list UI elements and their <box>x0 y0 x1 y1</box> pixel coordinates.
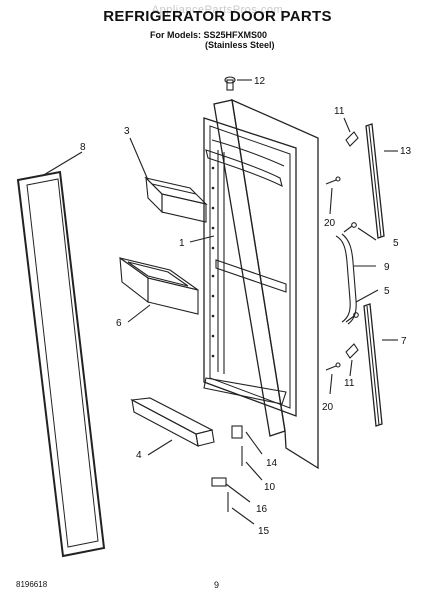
callout-10: 10 <box>264 482 276 493</box>
leader-8 <box>41 151 83 177</box>
handle-screw-lower <box>345 289 379 323</box>
handle-screw-upper <box>343 222 377 241</box>
callout-15: 15 <box>258 526 270 537</box>
door-handle <box>335 233 376 325</box>
small-door-bin <box>129 137 208 223</box>
callout-5-lower: 5 <box>384 286 390 297</box>
screw-20-lower <box>325 362 341 395</box>
top-trim <box>365 123 398 239</box>
leader-1 <box>189 235 215 243</box>
callout-labels: 12 3 8 11 13 20 5 1 9 5 6 7 11 20 4 14 1… <box>80 76 412 537</box>
liner-rivets <box>211 166 215 358</box>
callout-11-upper: 11 <box>334 106 345 117</box>
top-plug <box>224 76 252 91</box>
callout-7: 7 <box>401 336 407 347</box>
page-number: 9 <box>214 580 220 590</box>
callout-3: 3 <box>124 126 130 137</box>
hinge-screw-10 <box>241 446 263 481</box>
door-assembly <box>203 98 319 470</box>
hinge-screw-15 <box>227 492 255 525</box>
clip-11-upper <box>343 117 359 147</box>
watermark: AppliancePartsPros.com <box>151 4 284 16</box>
callout-14: 14 <box>266 458 278 469</box>
callout-16: 16 <box>256 504 268 515</box>
large-door-bin <box>119 256 199 323</box>
clip-11-lower <box>345 343 359 377</box>
callout-11-lower: 11 <box>344 378 355 389</box>
hinge-pin-14 <box>231 425 263 455</box>
hinge-bushing-16 <box>211 477 251 503</box>
document-number: 8196618 <box>16 580 48 589</box>
bottom-trim <box>363 303 398 427</box>
callout-4: 4 <box>136 450 142 461</box>
callout-13: 13 <box>400 146 412 157</box>
callout-9: 9 <box>384 262 390 273</box>
variant-line: (Stainless Steel) <box>205 40 275 50</box>
page-title: REFRIGERATOR DOOR PARTS <box>103 8 332 25</box>
door-gasket <box>16 170 106 558</box>
bottom-door-bin <box>130 397 215 456</box>
callout-20-upper: 20 <box>324 218 336 229</box>
callout-5-upper: 5 <box>393 238 399 249</box>
callout-8: 8 <box>80 142 86 153</box>
screw-20-upper <box>325 176 341 215</box>
callout-20-lower: 20 <box>322 402 334 413</box>
callout-12: 12 <box>254 76 266 87</box>
models-line: For Models: SS25HFXMS00 <box>150 30 268 40</box>
callout-1: 1 <box>179 238 185 249</box>
callout-6: 6 <box>116 318 122 329</box>
